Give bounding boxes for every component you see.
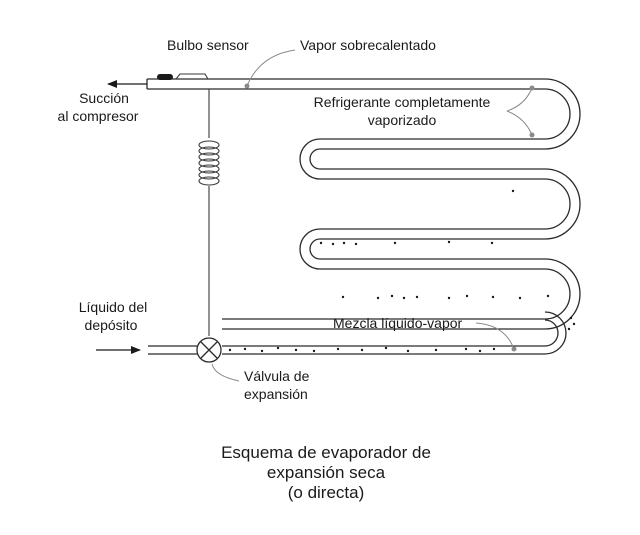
- leader-refrigerante-upper: [506, 87, 533, 112]
- evaporator-tube-inner: [147, 88, 571, 320]
- leader-vapor-sobrecalentado: [246, 49, 296, 87]
- label-valvula-line1: Válvula de: [244, 368, 310, 384]
- capillary-coil: [198, 140, 220, 186]
- evaporator-tube-end-bend: [544, 311, 567, 355]
- caption-line2: expansión seca: [267, 463, 386, 482]
- bulb-clamp: [175, 73, 209, 80]
- label-succion-line2: al compresor: [58, 108, 139, 124]
- label-succion-line1: Succión: [79, 90, 129, 106]
- leader-point-mezcla: [511, 346, 517, 352]
- leader-refrigerante-lower: [506, 110, 533, 136]
- liquid-droplets: [228, 189, 576, 353]
- leader-valvula: [211, 363, 240, 382]
- sensing-bulb: [157, 74, 173, 80]
- evaporator-tube-outer: [147, 78, 581, 330]
- label-valvula-line2: expansión: [244, 386, 308, 402]
- label-mezcla: Mezcla líquido-vapor: [333, 315, 463, 331]
- expansion-valve-symbol: [196, 337, 222, 363]
- leader-mezcla: [475, 322, 515, 350]
- liquid-inlet-pipe: [148, 345, 197, 355]
- caption-line1: Esquema de evaporador de: [221, 443, 431, 462]
- label-liquido-line1: Líquido del: [79, 299, 148, 315]
- label-liquido-line2: depósito: [85, 317, 138, 333]
- label-bulbo-sensor: Bulbo sensor: [167, 37, 249, 53]
- leader-point-refrig-upper: [529, 85, 535, 91]
- label-refrigerante-line1: Refrigerante completamente: [314, 94, 491, 110]
- label-refrigerante-line2: vaporizado: [368, 112, 437, 128]
- caption-line3: (o directa): [288, 483, 365, 502]
- leader-point-vapor: [244, 83, 250, 89]
- label-vapor-sobrecalentado: Vapor sobrecalentado: [300, 37, 436, 53]
- leader-point-refrig-lower: [529, 132, 535, 138]
